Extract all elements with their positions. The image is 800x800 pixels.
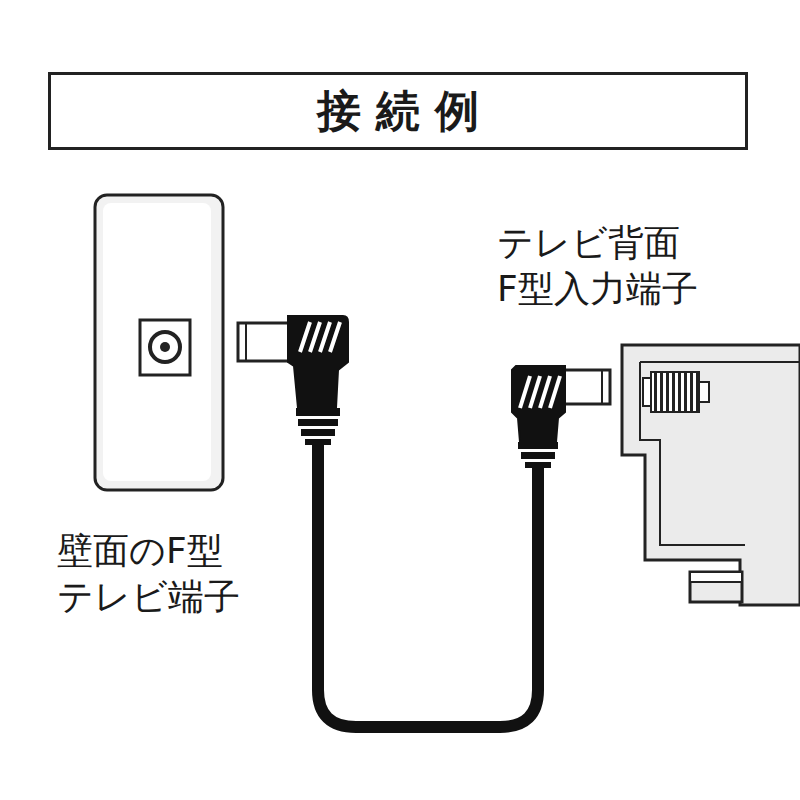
tv-back <box>622 345 800 605</box>
wall-terminal-label: 壁面のF型 テレビ端子 <box>57 528 240 620</box>
tv-terminal-label: テレビ背面 F型入力端子 <box>497 220 698 312</box>
title-frame: 接続例 <box>48 72 748 150</box>
right-plug <box>512 366 610 468</box>
left-plug <box>238 316 348 445</box>
wall-plate <box>95 195 223 490</box>
coax-cable <box>318 440 538 727</box>
diagram-title: 接続例 <box>301 82 495 141</box>
